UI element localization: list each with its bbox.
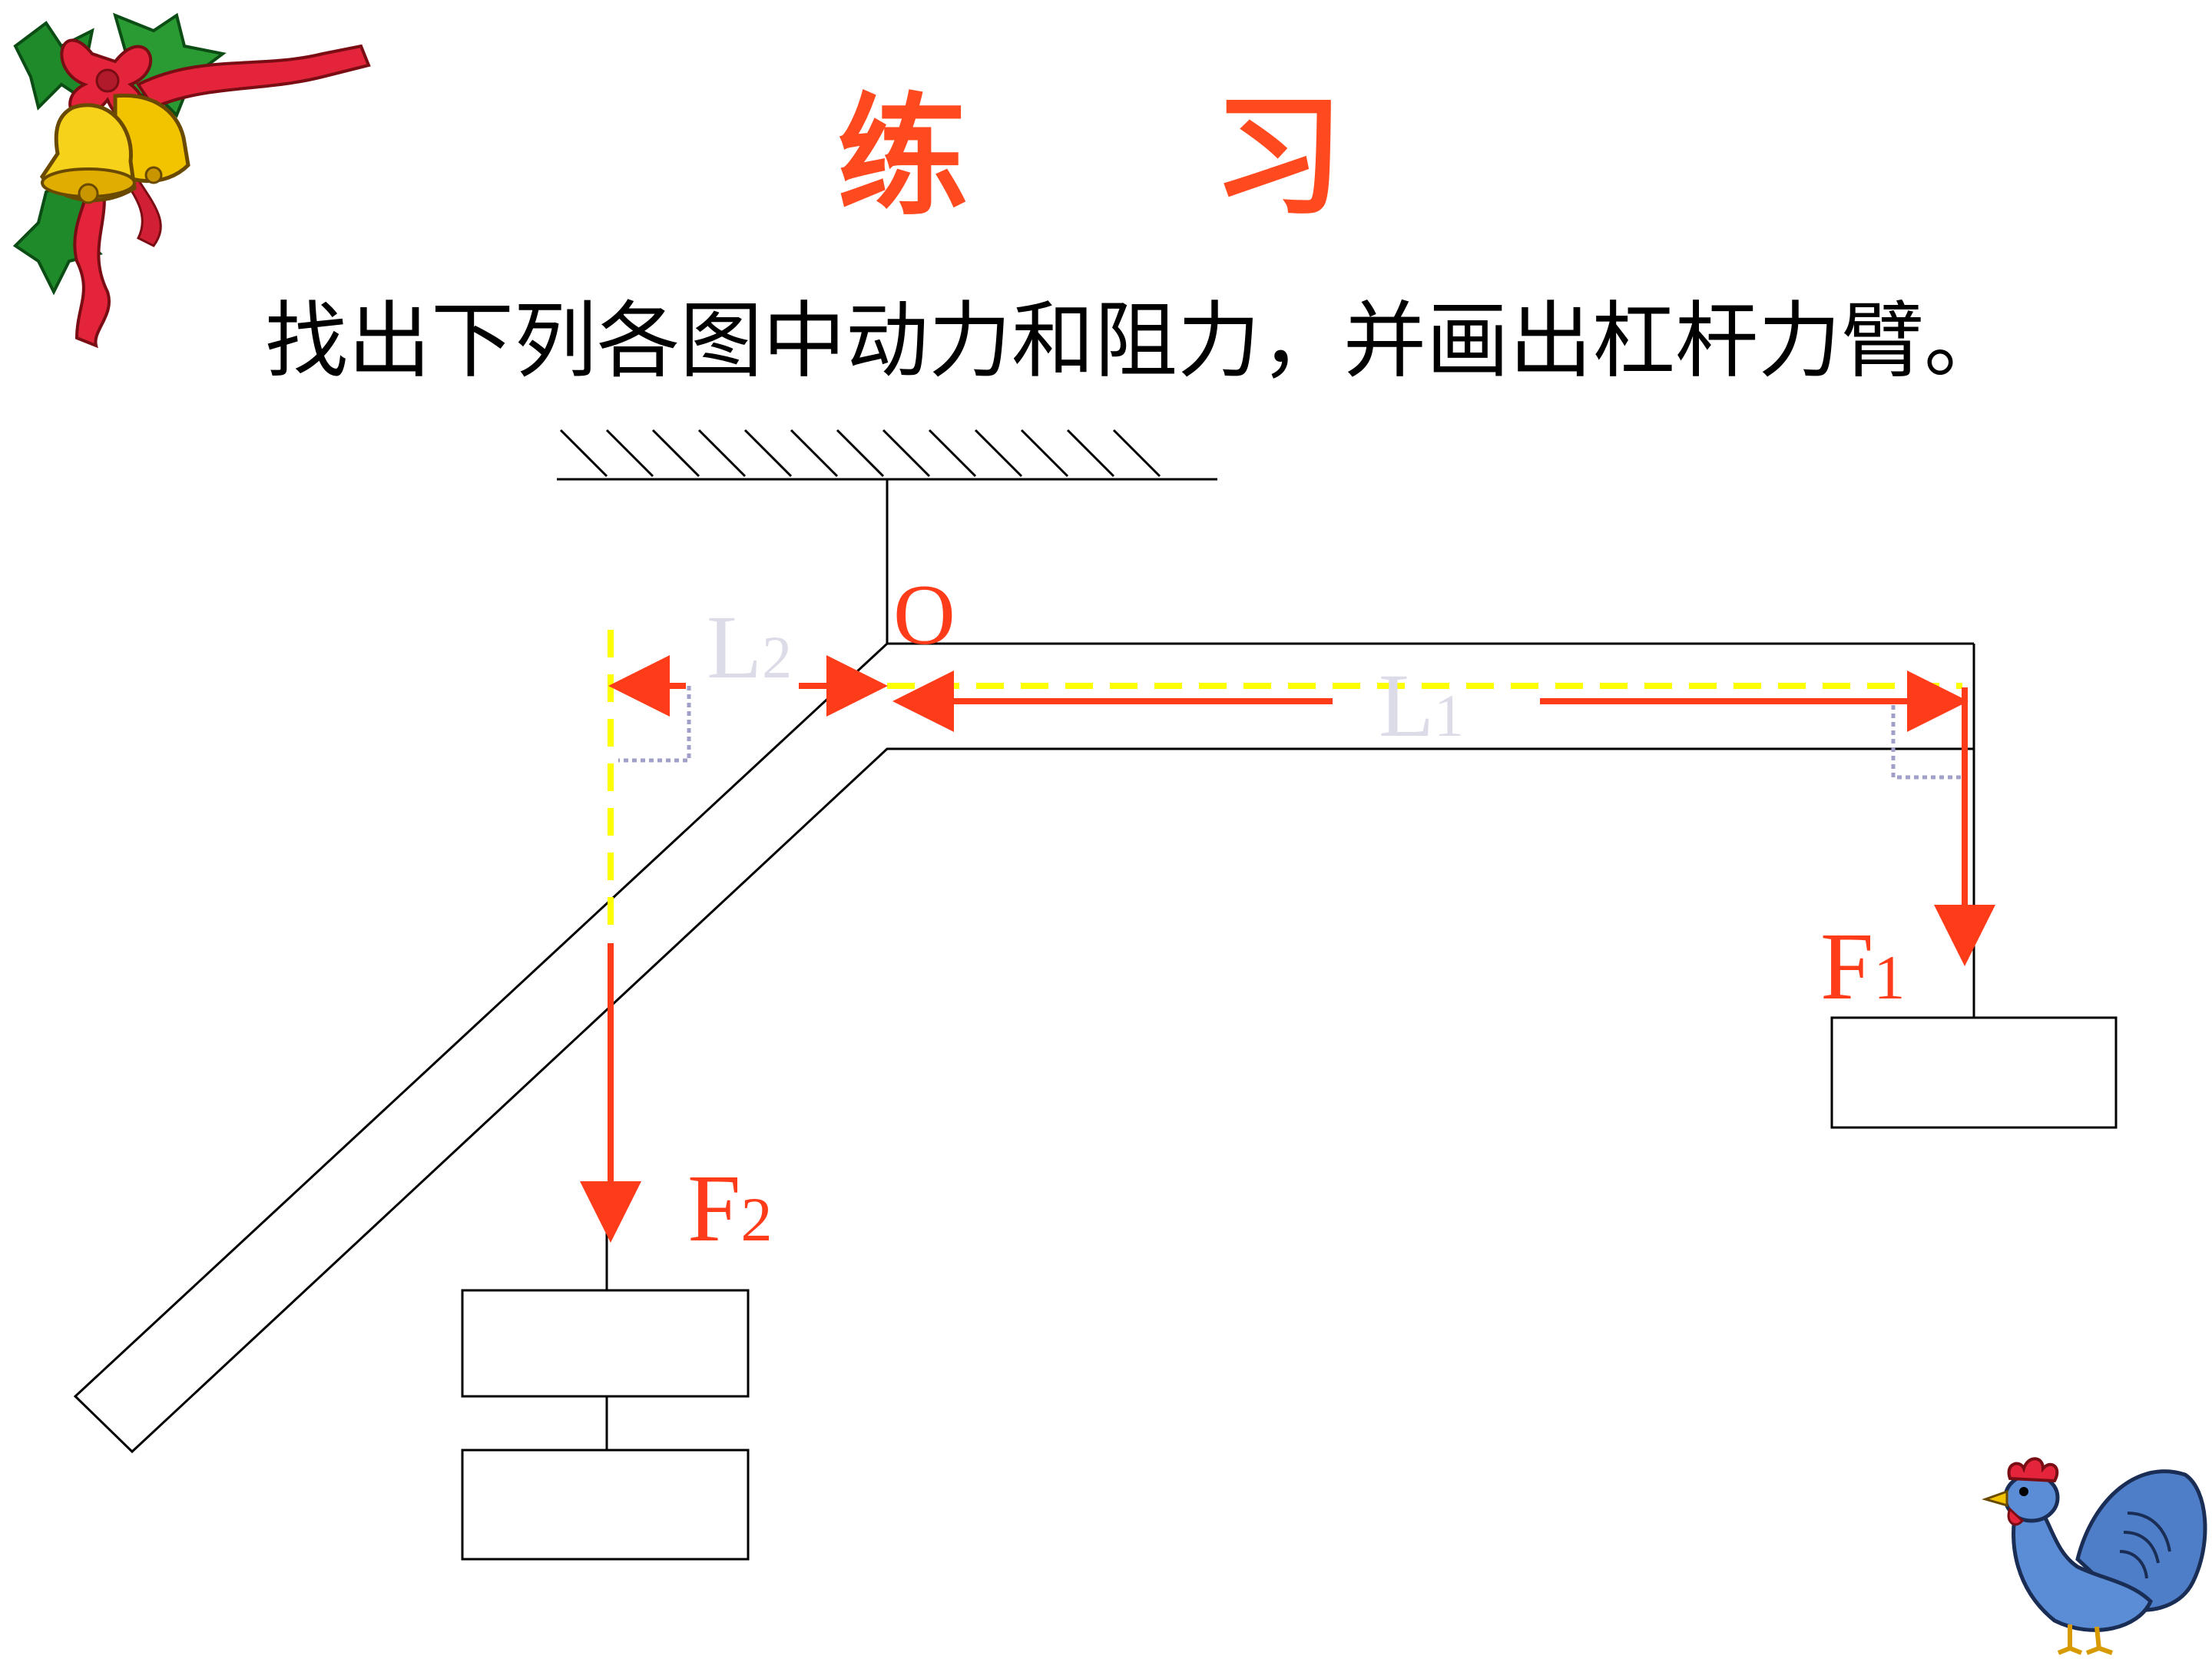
christmas-bells-icon	[12, 12, 371, 349]
arm-lines	[608, 630, 1962, 933]
ceiling-support	[557, 429, 1217, 644]
instruction-text: 找出下列各图中动力和阻力，并画出杠杆力臂。	[265, 293, 2008, 389]
force-f1-label: F1	[1820, 914, 1906, 1020]
arm-l2-label: L2	[707, 597, 792, 697]
right-angle-markers	[618, 686, 1962, 780]
arm-l1-label: L1	[1379, 655, 1464, 756]
page-title: 练 习	[837, 81, 1444, 233]
rooster-icon	[1982, 1457, 2207, 1655]
lever-bar	[73, 642, 1975, 1454]
pivot-label: O	[893, 568, 955, 663]
load-right	[1830, 749, 2118, 1129]
force-f2-label: F2	[687, 1156, 773, 1262]
load-left	[461, 1229, 750, 1561]
